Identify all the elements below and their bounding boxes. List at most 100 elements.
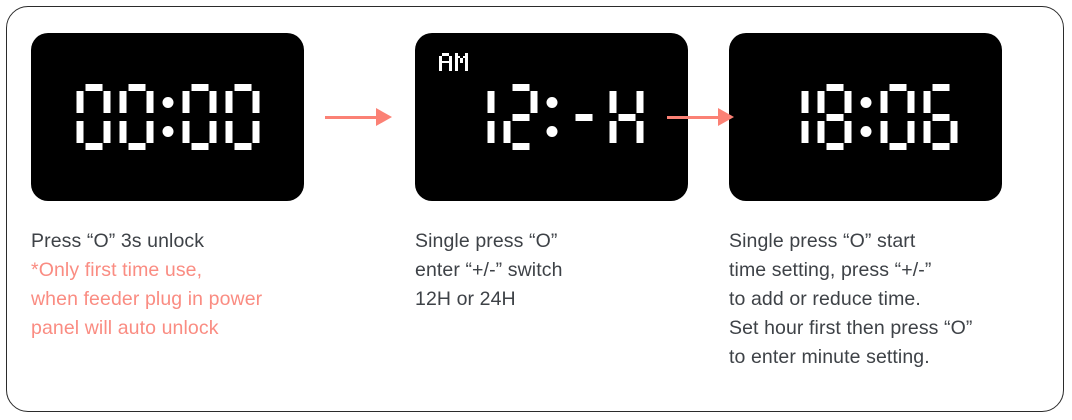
segment-a (826, 84, 843, 91)
lcd-panel-3 (729, 33, 1002, 201)
segment-a (889, 84, 906, 91)
colon-separator (162, 84, 173, 150)
segment-a (618, 84, 635, 91)
caption-line: Single press “O” start (729, 230, 916, 252)
segment-d (234, 143, 251, 150)
segment-b (844, 91, 851, 113)
steps-container: Press “O” 3s unlock *Only first time use,… (7, 7, 1063, 411)
segment-e (182, 121, 189, 143)
arrow-shaft (667, 115, 719, 119)
segment-a (128, 84, 145, 91)
segment-e (817, 121, 824, 143)
caption-line: Press “O” 3s unlock (31, 230, 205, 252)
segment-f (880, 91, 887, 113)
segment-a (932, 84, 949, 91)
caption-step-1: Press “O” 3s unlock *Only first time use,… (31, 227, 351, 343)
lcd-panel-1 (31, 33, 304, 201)
step-unlock: Press “O” 3s unlock *Only first time use,… (31, 7, 351, 343)
segment-c (636, 121, 643, 143)
segment-g (128, 114, 145, 121)
segment-f (182, 91, 189, 113)
segment-c (209, 121, 216, 143)
segment-f (923, 91, 930, 113)
colon-separator (546, 84, 557, 150)
segment-b (252, 91, 259, 113)
segment-b (907, 91, 914, 113)
segment-c (801, 121, 808, 143)
segment-f (817, 91, 824, 113)
segment-d (469, 143, 486, 150)
segment-f (503, 91, 510, 113)
caption-line: Set hour first then press “O” (729, 317, 973, 339)
colon-dot-bot (860, 126, 871, 137)
segment-b (146, 91, 153, 113)
caption-line: to enter minute setting. (729, 346, 930, 368)
segment-e (880, 121, 887, 143)
segment-g (234, 114, 251, 121)
segment-e (923, 121, 930, 143)
segment-f (119, 91, 126, 113)
segment-c (487, 121, 494, 143)
lcd-readout-3 (774, 84, 957, 150)
segment-f (774, 91, 781, 113)
caption-line: when feeder plug in power (31, 288, 263, 310)
seven-segment-digit (76, 84, 110, 150)
segment-e (76, 121, 83, 143)
arrow-head-icon (718, 108, 734, 126)
segment-d (932, 143, 949, 150)
segment-a (783, 84, 800, 91)
segment-f (460, 91, 467, 113)
segment-e (609, 121, 616, 143)
segment-b (103, 91, 110, 113)
seven-segment-digit (566, 84, 600, 150)
seven-segment-digit (609, 84, 643, 150)
segment-g (512, 114, 529, 121)
caption-line: Single press “O” (415, 230, 558, 252)
segment-b (209, 91, 216, 113)
segment-d (889, 143, 906, 150)
seven-segment-digit (460, 84, 494, 150)
segment-f (76, 91, 83, 113)
segment-c (907, 121, 914, 143)
segment-d (783, 143, 800, 150)
segment-g (575, 114, 592, 121)
segment-g (618, 114, 635, 121)
segment-a (85, 84, 102, 91)
segment-d (826, 143, 843, 150)
seven-segment-digit (119, 84, 153, 150)
segment-d (85, 143, 102, 150)
segment-b (593, 91, 600, 113)
segment-g (826, 114, 843, 121)
segment-c (530, 121, 537, 143)
seven-segment-digit (817, 84, 851, 150)
seven-segment-digit (503, 84, 537, 150)
segment-f (609, 91, 616, 113)
caption-line: enter “+/-” switch (415, 259, 563, 281)
segment-e (566, 121, 573, 143)
segment-c (146, 121, 153, 143)
segment-f (225, 91, 232, 113)
segment-d (512, 143, 529, 150)
segment-a (512, 84, 529, 91)
lcd-readout-1 (76, 84, 259, 150)
segment-c (103, 121, 110, 143)
segment-d (128, 143, 145, 150)
ampm-glyph-a (439, 53, 452, 72)
colon-dot-bot (546, 126, 557, 137)
segment-b (950, 91, 957, 113)
segment-g (932, 114, 949, 121)
colon-dot-top (860, 97, 871, 108)
arrow-step2-to-step3 (667, 108, 739, 126)
seven-segment-digit (774, 84, 808, 150)
colon-dot-top (162, 97, 173, 108)
segment-d (575, 143, 592, 150)
segment-c (252, 121, 259, 143)
segment-e (119, 121, 126, 143)
caption-line: *Only first time use, (31, 259, 203, 281)
ampm-glyph-m (454, 53, 468, 72)
segment-c (950, 121, 957, 143)
caption-line: panel will auto unlock (31, 317, 219, 339)
